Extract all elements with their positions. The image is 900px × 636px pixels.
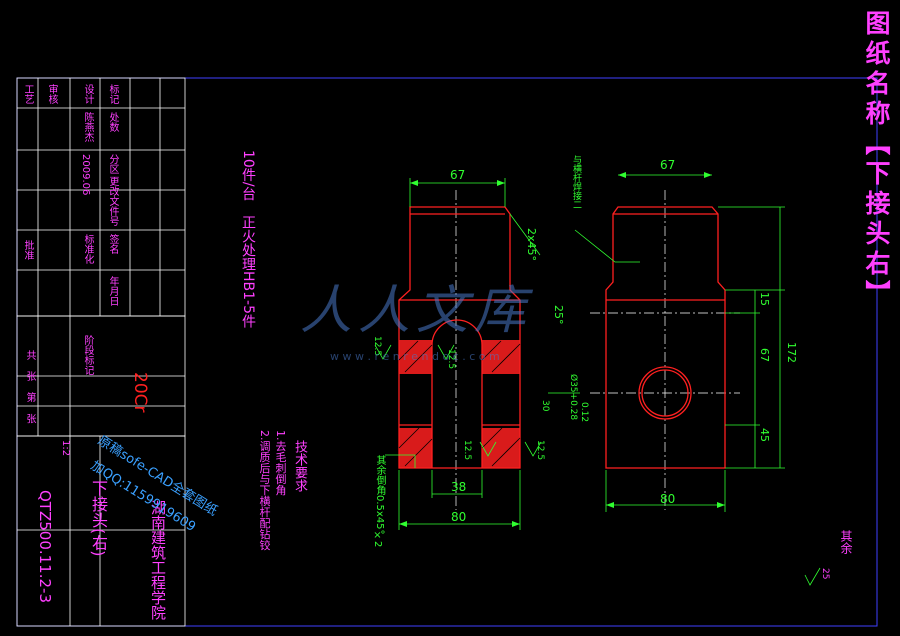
cell-qianming: 签名 [107,234,118,254]
drawing-number: QTZ500.11.2-3 [36,490,54,603]
dim-front-angle: 25° [552,305,565,325]
cell-pizhun: 批准 [22,240,33,260]
cell-gongyi: 工艺 [22,84,33,104]
dim-front-chamfer: 2x45° [525,228,538,262]
tech-item-2: 2.调质后与下横杆配钻铰 [258,430,271,551]
dim-front-30: 30 [540,400,550,412]
cell-fenqu: 分区 [107,154,118,174]
hatch-lines [398,340,521,467]
material: 20Cr [130,372,150,413]
school-name: 湖南建筑工程学院 [149,500,167,620]
front-view [398,206,521,469]
dim-front-r-mid2: 12.5 [462,440,472,461]
dim-front-bore2: 0.12 [579,402,589,423]
dim-front-r-right: 12.5 [535,440,545,461]
centerlines [455,190,740,510]
dim-front-bore: Ø35+0.28 [568,374,578,421]
dimension-arrows [399,172,725,527]
heat-treatment: 正火处理HB1-5件 [240,215,256,328]
cell-biaozhun: 标准化 [82,234,93,264]
watermark-logo: 人人文库 [300,281,533,341]
quantity-note: 10件/台 [240,150,256,201]
cell-gengai: 更改文件号 [107,176,118,226]
scale-tag: ×2 [372,530,383,548]
dim-front-bottom-inner: 38 [451,480,467,494]
part-name: 下接头(右) [89,480,108,557]
tech-heading: 技术要求 [292,440,307,492]
dim-side-top-width: 67 [660,158,676,172]
side-view [605,206,726,469]
dim-side-15: 15 [758,292,771,306]
scale-value: 1:2 [60,440,71,457]
weld-note: 与横杆焊接二 [571,155,581,209]
cell-shenhe: 审核 [46,84,57,104]
title-block-grid [16,77,186,627]
cell-nianyueri: 年月日 [107,276,118,306]
cell-chushu: 处数 [107,112,118,132]
chamfer-note: 其余倒角0.5x45° [374,455,385,535]
dimension-lines [374,174,821,586]
drawing-name-vertical: 图纸名称【下接头右】 [862,10,891,310]
cell-designer: 陈燕杰 [82,112,93,142]
hatch-sections [399,340,520,468]
dim-front-top-width: 67 [450,168,466,182]
dim-side-bottom-width: 80 [660,492,676,506]
dim-side-45: 45 [758,428,771,442]
cell-gong-zhang: 共 张 第 张 [24,350,35,428]
watermark-url: w w w . r e n r e n d o c . c o m [330,350,500,363]
cell-date: 2009.06 [80,154,91,196]
dim-side-172: 172 [785,342,798,363]
dim-front-r-left: 12.5 [372,336,382,357]
roughness-value: 25 [820,568,830,580]
dim-front-bottom-width: 80 [451,510,467,524]
dim-side-67: 67 [758,348,771,362]
cell-jieduan: 阶段标记 [82,335,93,375]
cell-sheji: 设计 [82,84,93,104]
dim-front-r-mid: 12.5 [446,349,456,370]
cell-biaoji: 标记 [107,84,118,104]
roughness-other: 其余 [839,530,853,554]
tech-item-1: 1.去毛刺倒角 [274,430,287,496]
